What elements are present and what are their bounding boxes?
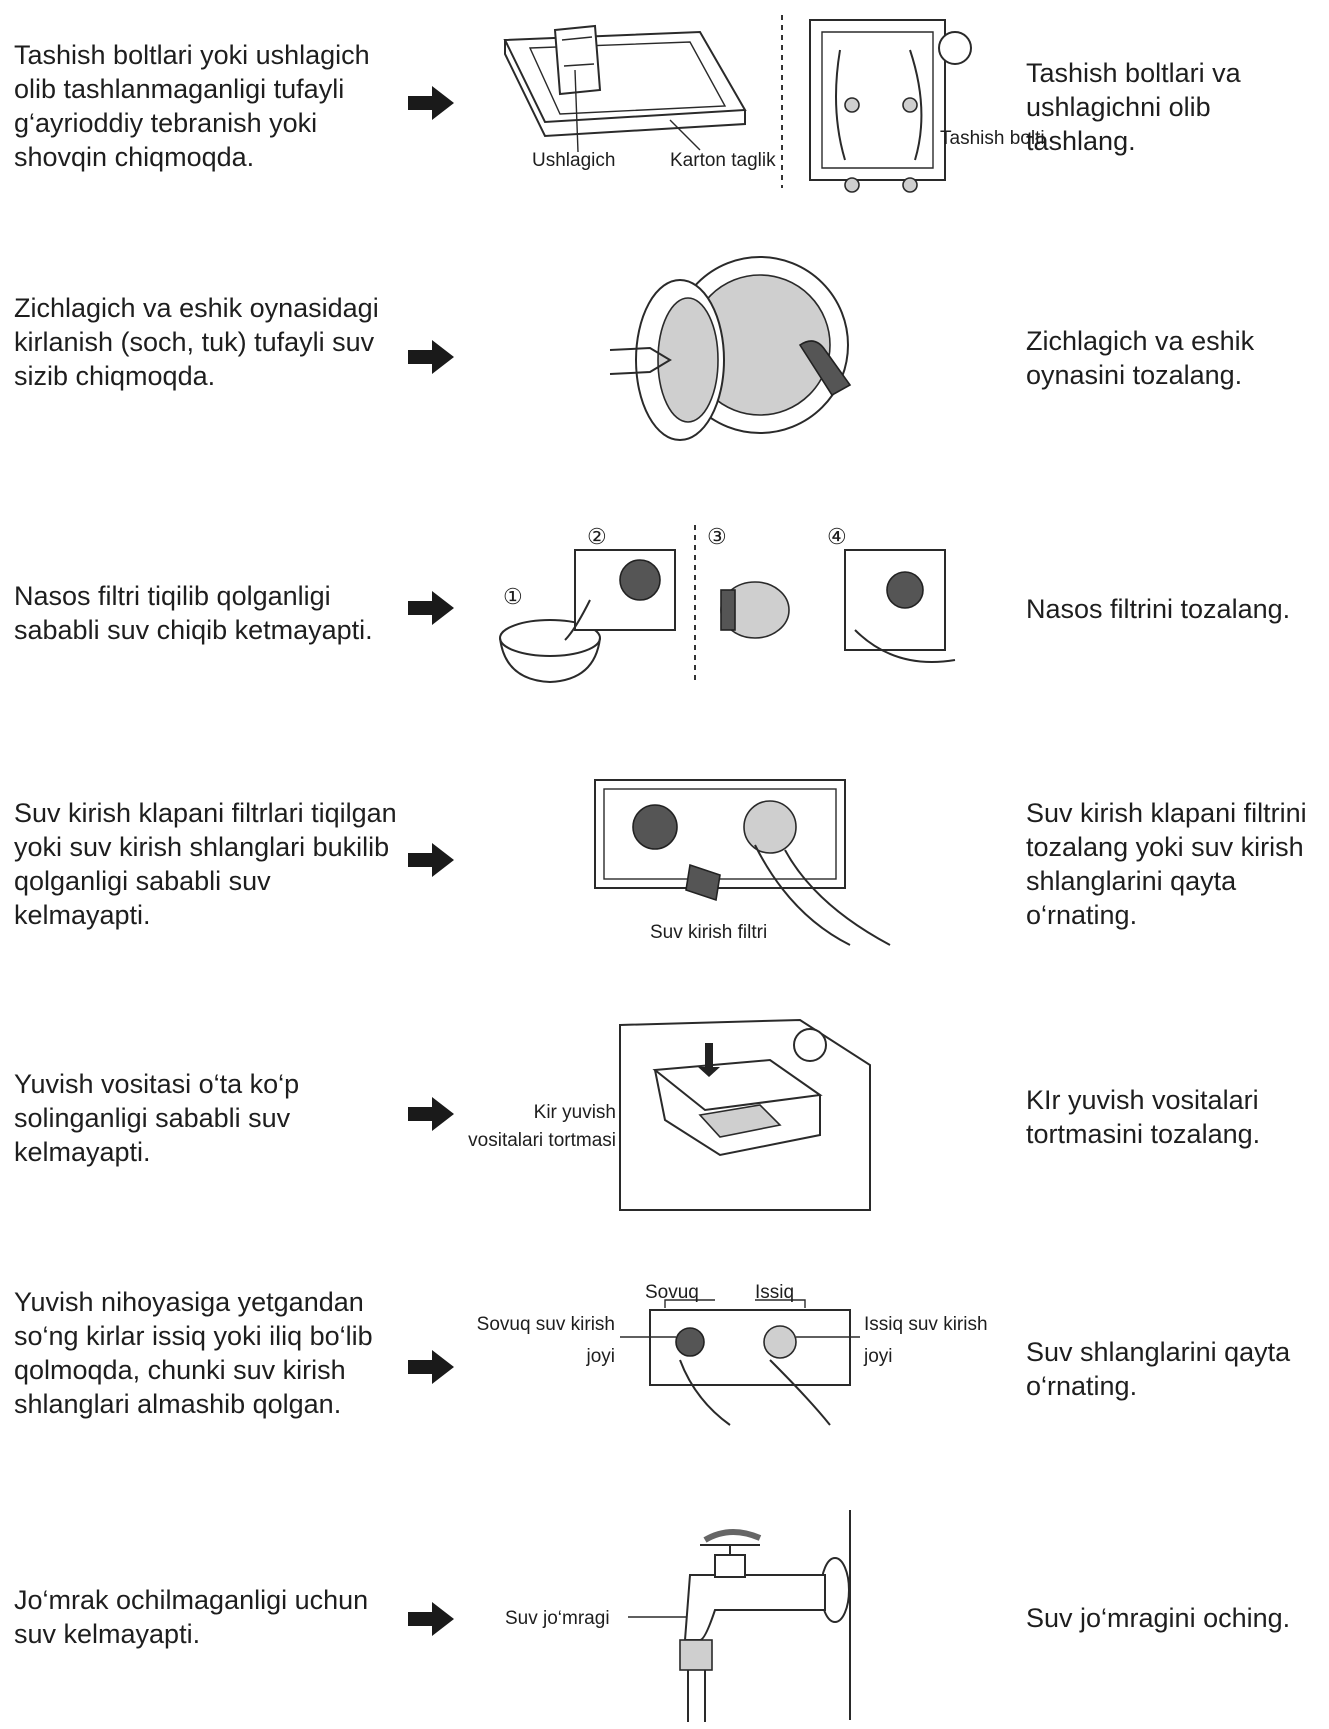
solution-text: Suv shlanglarini qayta o‘rnating. (1026, 1337, 1291, 1401)
problem-text: Yuvish nihoyasiga yetgandan so‘ng kirlar… (14, 1287, 373, 1419)
problem-text: Suv kirish klapani filtrlari tiqilgan yo… (14, 798, 397, 930)
problem-text: Yuvish vositasi o‘ta ko‘p solinganligi s… (14, 1069, 300, 1167)
step-4: ④ (827, 524, 847, 549)
label-drawer-line-1: Kir yuvish (534, 1102, 616, 1123)
step-1: ① (503, 584, 523, 609)
problem-text: Jo‘mrak ochilmaganligi uchun suv kelmaya… (14, 1585, 369, 1649)
problem-text: Nasos filtri tiqilib qolganligi sababli … (14, 581, 373, 645)
label-hot-inlet-line-2: joyi (863, 1346, 893, 1367)
problem-text: Tashish boltlari yoki ushlagich olib tas… (14, 40, 370, 172)
arrow-right-icon (408, 86, 454, 120)
label-holder: Ushlagich (532, 150, 615, 171)
label-cold-inlet-line-1: Sovuq suv kirish (477, 1314, 615, 1335)
arrow-right-icon (408, 843, 454, 877)
arrow-right-icon (408, 1602, 454, 1636)
solution-text: Zichlagich va eshik oynasini tozalang. (1026, 326, 1255, 390)
label-cold-inlet-line-2: joyi (585, 1346, 615, 1367)
label-carton-base: Karton taglik (670, 150, 776, 171)
illustration-swapped-hoses: Sovuq Issiq Sovuq suv kirish joyi Issiq … (477, 1282, 988, 1426)
illustration-door-seal (609, 256, 852, 441)
solution-text: Nasos filtrini tozalang. (1026, 594, 1291, 624)
label-transit-bolt: Tashish bolti (940, 128, 1045, 149)
illustration-detergent-drawer: Kir yuvish vositalari tortmasi (468, 1018, 871, 1211)
illustration-pump-filter: ① ② ③ ④ (499, 524, 956, 685)
label-hot-inlet-line-1: Issiq suv kirish (864, 1314, 988, 1335)
label-water-tap: Suv jo‘mragi (505, 1608, 610, 1629)
arrow-right-icon (408, 1350, 454, 1384)
problem-text: Zichlagich va eshik oynasidagi kirlanish… (14, 293, 379, 391)
label-cold: Sovuq (645, 1282, 699, 1303)
solution-text: Suv kirish klapani filtrini tozalang yok… (1026, 798, 1307, 930)
arrow-right-icon (408, 591, 454, 625)
solution-text: Tashish boltlari va ushlagichni olib tas… (1026, 58, 1241, 156)
arrow-right-icon (408, 1097, 454, 1131)
label-hot: Issiq (755, 1282, 794, 1303)
illustration-water-tap: Suv jo‘mragi (505, 1510, 851, 1722)
label-drawer-line-2: vositalari tortmasi (468, 1130, 616, 1151)
solution-text: KIr yuvish vositalari tortmasini tozalan… (1026, 1085, 1261, 1149)
solution-text: Suv jo‘mragini oching. (1026, 1603, 1291, 1633)
step-2: ② (587, 524, 607, 549)
illustration-inlet-filter: Suv kirish filtri (594, 779, 891, 946)
illustration-transit-bolts: Ushlagich Karton taglik Tashish bolti (503, 15, 1045, 193)
arrow-right-icon (408, 340, 454, 374)
step-3: ③ (707, 524, 727, 549)
label-inlet-filter: Suv kirish filtri (650, 922, 767, 943)
